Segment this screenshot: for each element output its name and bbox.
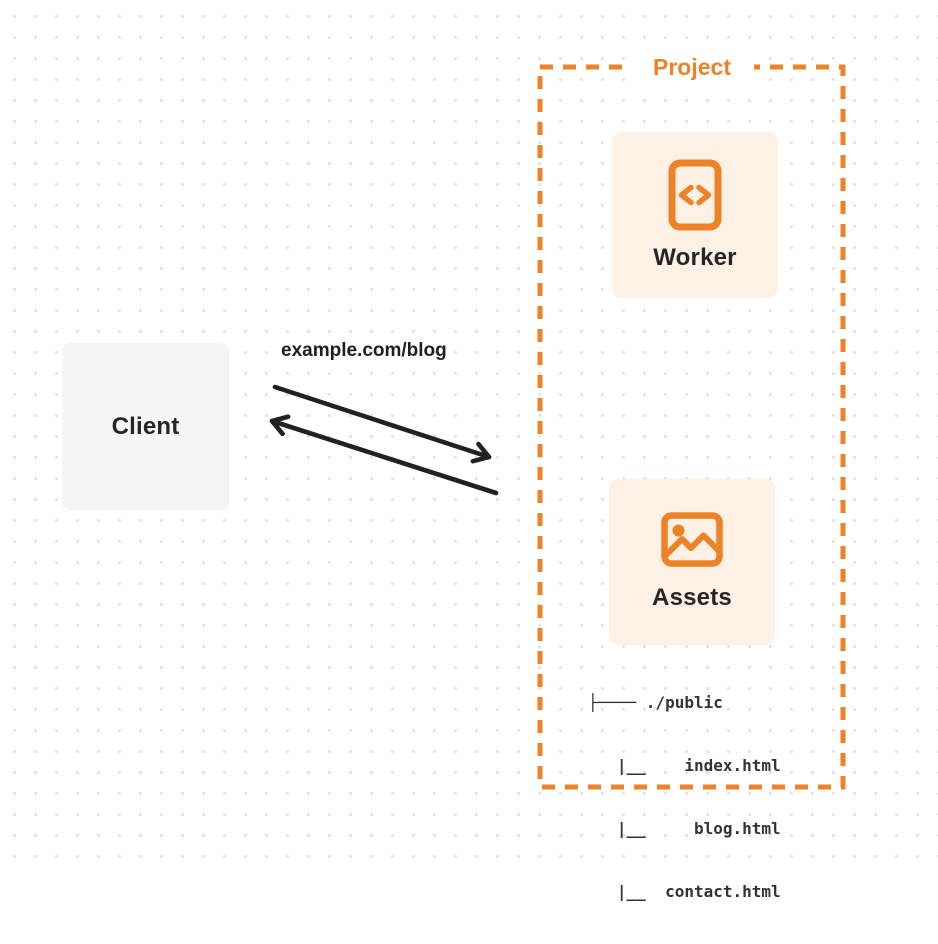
request-url-label: example.com/blog bbox=[281, 340, 447, 361]
file-tree-line: |__ contact.html bbox=[588, 882, 781, 901]
project-boundary bbox=[537, 64, 846, 790]
response-arrow bbox=[269, 414, 499, 496]
file-tree-line: ├──── ./public bbox=[588, 693, 723, 712]
architecture-diagram: Client example.com/blog Project Worker bbox=[0, 0, 938, 901]
request-arrow bbox=[272, 384, 492, 464]
worker-label: Worker bbox=[653, 243, 737, 271]
image-icon bbox=[661, 512, 723, 568]
file-tree-line: |__ index.html bbox=[588, 756, 781, 775]
client-label: Client bbox=[111, 412, 180, 440]
code-document-icon bbox=[668, 159, 722, 231]
project-label: Project bbox=[630, 51, 754, 83]
assets-node: Assets bbox=[609, 479, 775, 645]
file-tree-line: |__ blog.html bbox=[588, 819, 781, 838]
assets-file-tree: ├──── ./public |__ index.html |__ blog.h… bbox=[588, 650, 781, 944]
worker-node: Worker bbox=[612, 132, 778, 298]
request-response-arrows bbox=[269, 384, 499, 496]
client-node: Client bbox=[62, 343, 229, 510]
assets-label: Assets bbox=[652, 584, 732, 611]
